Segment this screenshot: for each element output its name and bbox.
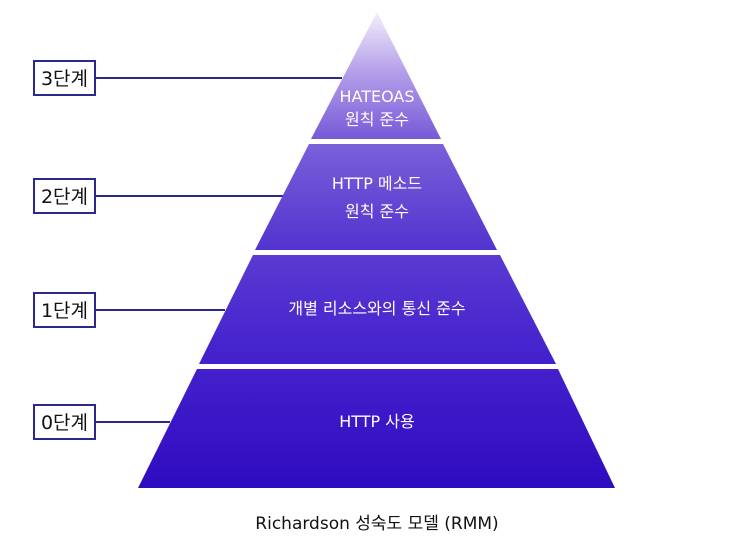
level-label-2: 2단계 bbox=[41, 186, 88, 208]
tier-2-line-1: HTTP 메소드 bbox=[332, 174, 422, 193]
tier-0-line-1: HTTP 사용 bbox=[339, 412, 414, 431]
tier-3-line-1: HATEOAS bbox=[339, 87, 414, 106]
tier-3-hateoas bbox=[311, 12, 441, 139]
tier-1-line-1: 개별 리소스와의 통신 준수 bbox=[288, 299, 465, 318]
tier-0-http bbox=[138, 369, 615, 488]
level-box-1: 1단계 bbox=[33, 292, 96, 328]
level-label-3: 3단계 bbox=[41, 68, 88, 90]
tier-2-http-methods bbox=[255, 144, 497, 250]
tier-1-resources bbox=[199, 255, 556, 364]
level-box-0: 0단계 bbox=[33, 404, 96, 440]
level-box-3: 3단계 bbox=[33, 60, 96, 96]
level-label-0: 0단계 bbox=[41, 412, 88, 434]
diagram-caption: Richardson 성숙도 모델 (RMM) bbox=[255, 514, 498, 534]
tier-2-line-2: 원칙 준수 bbox=[345, 202, 409, 221]
level-label-1: 1단계 bbox=[41, 300, 88, 322]
level-box-2: 2단계 bbox=[33, 178, 96, 214]
tier-3-line-2: 원칙 준수 bbox=[345, 110, 409, 129]
